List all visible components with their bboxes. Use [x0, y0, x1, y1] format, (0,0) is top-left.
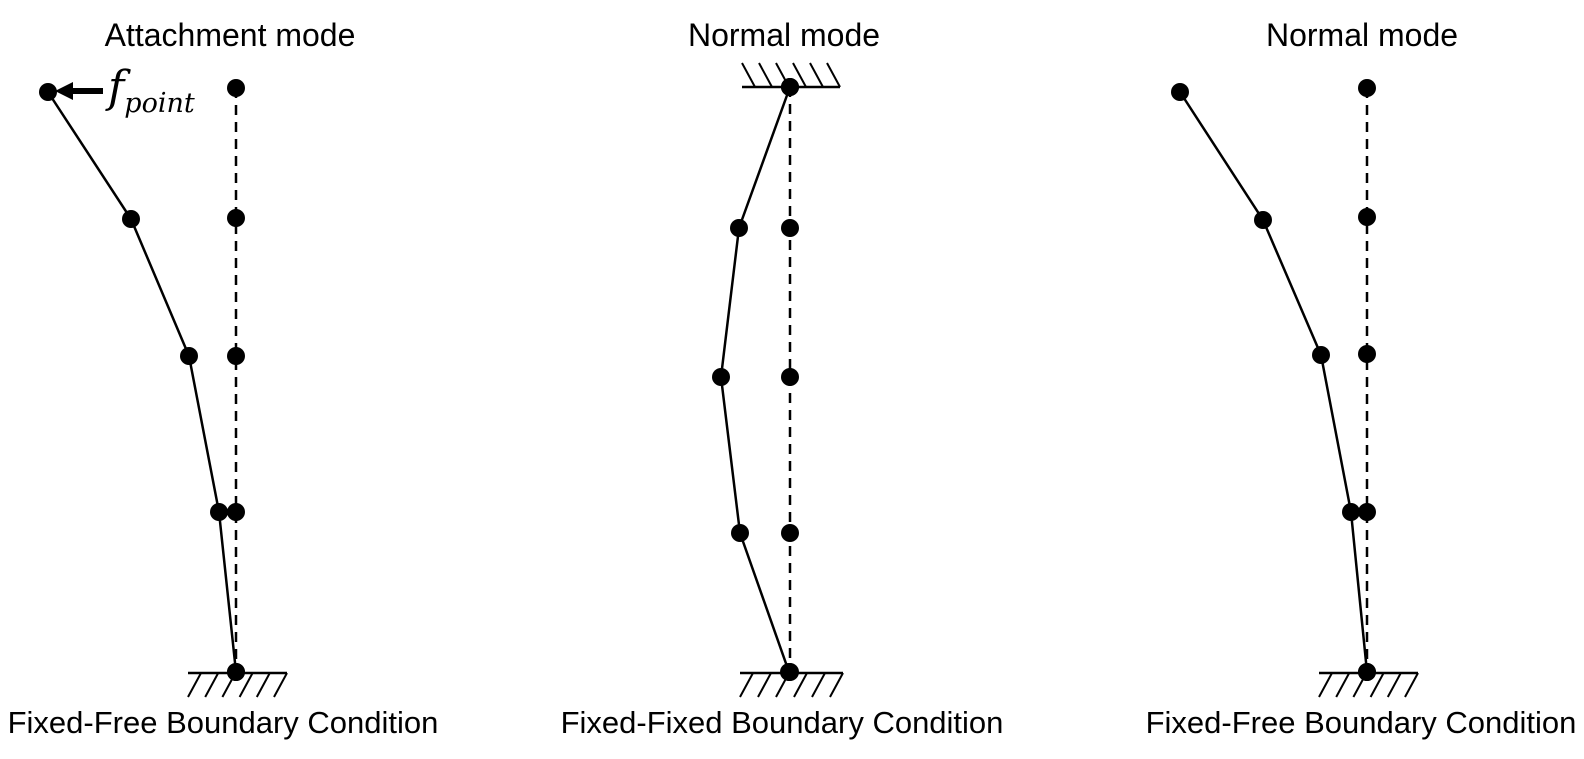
- support-hatch-stroke: [792, 62, 807, 88]
- deflected-shape-line: [1178, 91, 1369, 673]
- support-hatch-stroke: [1318, 672, 1333, 698]
- support-hatch-stroke: [255, 672, 271, 698]
- support-hatch-stroke: [826, 62, 841, 88]
- deflected-node-dot: [1358, 663, 1376, 681]
- undeformed-node-dot: [1358, 208, 1376, 226]
- undeformed-node-dot: [1358, 79, 1376, 97]
- deflected-node-dot: [210, 503, 228, 521]
- undeformed-node-dot: [1358, 503, 1376, 521]
- support-hatch-stroke: [1369, 672, 1385, 698]
- support-hatch-stroke: [273, 672, 288, 698]
- deflected-node-dot: [180, 347, 198, 365]
- undeformed-node-dot: [781, 368, 799, 386]
- support-hatch-stroke: [793, 672, 808, 698]
- support-hatch-stroke: [829, 672, 844, 698]
- undeformed-node-dot: [227, 503, 245, 521]
- deflected-shape-line: [719, 86, 792, 673]
- support-hatch-stroke: [1386, 672, 1402, 698]
- deflected-node-dot: [1342, 503, 1360, 521]
- deflected-node-dot: [1312, 346, 1330, 364]
- deflected-node-dot: [227, 663, 245, 681]
- support-hatch-stroke: [187, 672, 202, 698]
- deflected-node-dot: [780, 663, 798, 681]
- support-hatch-stroke: [811, 672, 826, 698]
- panel-title-normal-mode-fixed-free: Normal mode: [1265, 17, 1459, 53]
- deflected-node-dot: [1171, 83, 1189, 101]
- support-hatch-stroke: [204, 672, 220, 698]
- deflected-node-dot: [730, 219, 748, 237]
- support-hatch-stroke: [757, 672, 772, 698]
- undeformed-node-dot: [781, 219, 799, 237]
- deflected-node-dot: [39, 83, 57, 101]
- deflected-node-dot: [781, 78, 799, 96]
- force-subscript: point: [124, 87, 195, 119]
- undeformed-node-dot: [227, 79, 245, 97]
- deflected-node-dot: [712, 368, 730, 386]
- undeformed-node-dot: [227, 209, 245, 227]
- force-point-label: fpoint: [108, 66, 195, 126]
- undeformed-node-dot: [1358, 345, 1376, 363]
- deflected-node-dot: [731, 524, 749, 542]
- force-symbol: f: [108, 62, 125, 113]
- deflected-node-dot: [1254, 211, 1272, 229]
- undeformed-node-dot: [781, 524, 799, 542]
- deflected-shape-line: [46, 91, 238, 673]
- panel-title-normal-mode-fixed-fixed: Normal mode: [687, 17, 881, 53]
- boundary-condition-label-left: Fixed-Free Boundary Condition: [7, 705, 439, 740]
- force-arrow-head: [55, 82, 73, 100]
- boundary-condition-label-right: Fixed-Free Boundary Condition: [1145, 705, 1577, 740]
- support-hatch-stroke: [741, 62, 756, 88]
- support-hatch-stroke: [809, 62, 824, 88]
- boundary-condition-label-middle: Fixed-Fixed Boundary Condition: [560, 705, 1004, 740]
- panel-title-attachment-mode: Attachment mode: [104, 17, 356, 53]
- support-hatch-stroke: [1404, 672, 1419, 698]
- support-hatch-stroke: [739, 672, 754, 698]
- deflected-node-dot: [122, 210, 140, 228]
- support-hatch-stroke: [758, 62, 773, 88]
- support-hatch-stroke: [1335, 672, 1351, 698]
- support-hatch-stroke: [238, 672, 254, 698]
- undeformed-node-dot: [227, 347, 245, 365]
